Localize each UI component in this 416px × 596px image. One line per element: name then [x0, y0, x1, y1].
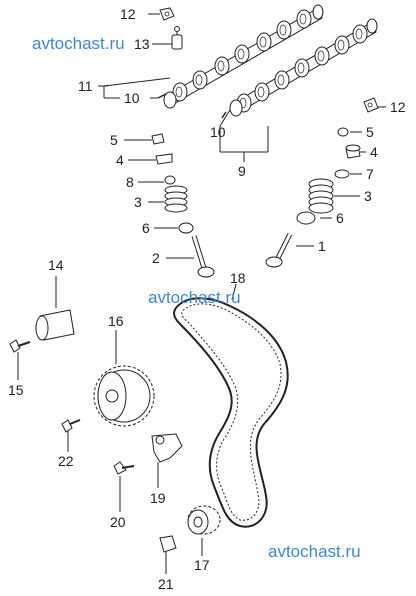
valve-right — [265, 232, 314, 268]
callout-6-right: 6 — [336, 210, 344, 226]
part-22-bolt — [61, 419, 81, 452]
callout-18: 18 — [230, 270, 246, 286]
watermark-top: avtochast.ru — [32, 34, 125, 53]
part-17-pulley — [187, 505, 221, 556]
callout-11: 11 — [78, 78, 93, 94]
watermark-bottom: avtochast.ru — [268, 542, 361, 561]
part-12-upper — [148, 7, 175, 21]
part-13 — [152, 26, 183, 50]
callout-12-lower: 12 — [390, 99, 406, 115]
spring-right — [308, 178, 360, 214]
part-6-left — [154, 222, 194, 234]
callout-6-left: 6 — [142, 220, 150, 236]
callout-10-lower: 10 — [210, 124, 226, 140]
callout-10-upper: 10 — [124, 90, 140, 106]
part-11-bracket — [98, 77, 171, 99]
callout-4-left: 4 — [116, 152, 124, 168]
callout-13: 13 — [134, 36, 150, 52]
callout-3-left: 3 — [134, 194, 142, 210]
watermark-middle: avtochast.ru — [148, 288, 241, 307]
callout-21: 21 — [158, 576, 174, 592]
part-20-bolt — [113, 461, 135, 512]
camshaft-lower — [229, 18, 378, 117]
part-5-right — [337, 127, 362, 137]
part-8 — [138, 175, 176, 185]
part-14 — [35, 276, 75, 341]
part-21-nut — [159, 535, 177, 574]
callout-16: 16 — [108, 313, 124, 329]
callout-9: 9 — [238, 163, 246, 179]
camshaft-upper — [163, 4, 324, 109]
callout-5-left: 5 — [110, 132, 118, 148]
callout-7: 7 — [366, 166, 374, 182]
callout-17: 17 — [194, 557, 210, 573]
part-4-right — [345, 144, 366, 159]
part-16-sprocket — [93, 330, 155, 427]
callout-19: 19 — [150, 490, 166, 506]
part-10-lower — [221, 111, 227, 119]
part-6-right — [296, 211, 332, 225]
part-12-lower — [363, 97, 386, 113]
part-18-timing-belt — [173, 283, 289, 528]
callout-15: 15 — [8, 382, 24, 398]
callout-3-right: 3 — [364, 188, 372, 204]
callout-14: 14 — [48, 257, 64, 273]
part-10-upper — [150, 93, 167, 99]
callout-8: 8 — [126, 174, 134, 190]
callout-20: 20 — [110, 514, 126, 530]
part-15-bolt — [9, 339, 31, 380]
part-4-left — [128, 153, 173, 165]
spring-left — [148, 185, 188, 213]
part-7 — [334, 169, 362, 179]
callout-2: 2 — [152, 250, 160, 266]
callout-1: 1 — [318, 238, 326, 254]
callout-5-right: 5 — [366, 124, 374, 140]
callout-4-right: 4 — [370, 144, 378, 160]
valve-left — [166, 235, 215, 278]
callout-22: 22 — [58, 453, 74, 469]
callout-12-upper: 12 — [120, 6, 136, 22]
part-9-bracket — [219, 109, 269, 162]
part-5-left — [124, 133, 165, 145]
part-19-tensioner — [151, 433, 183, 488]
